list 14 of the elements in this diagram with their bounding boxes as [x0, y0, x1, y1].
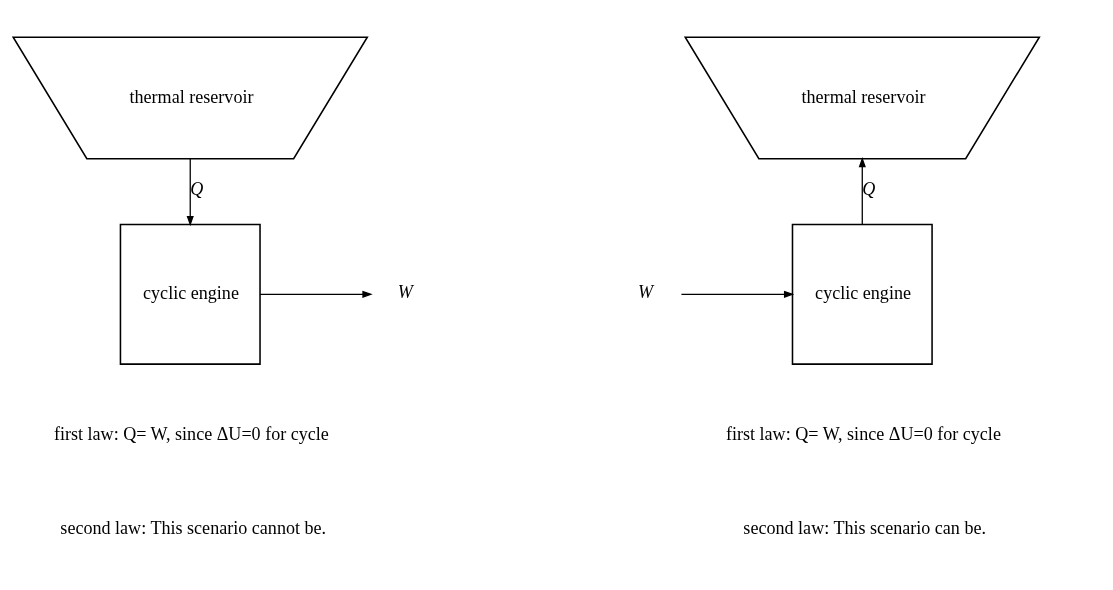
- node-box: cyclic engine: [119, 223, 261, 365]
- arrow: [259, 290, 373, 298]
- node-box: cyclic engine: [791, 223, 933, 365]
- node-text: W: [397, 281, 413, 302]
- label: second law: This scenario cannot be.: [60, 518, 327, 539]
- label: second law: This scenario can be.: [743, 518, 987, 539]
- arrow: [858, 157, 866, 225]
- label: first law: Q= W, since ΔU=0 for cycle: [725, 424, 1001, 445]
- arrow: [186, 158, 194, 227]
- node-text: W: [638, 281, 654, 302]
- arrow: [680, 290, 795, 298]
- label: first law: Q= W, since ΔU=0 for cycle: [53, 424, 329, 445]
- edge-label: Q: [862, 179, 876, 200]
- edge-label: Q: [190, 179, 204, 200]
